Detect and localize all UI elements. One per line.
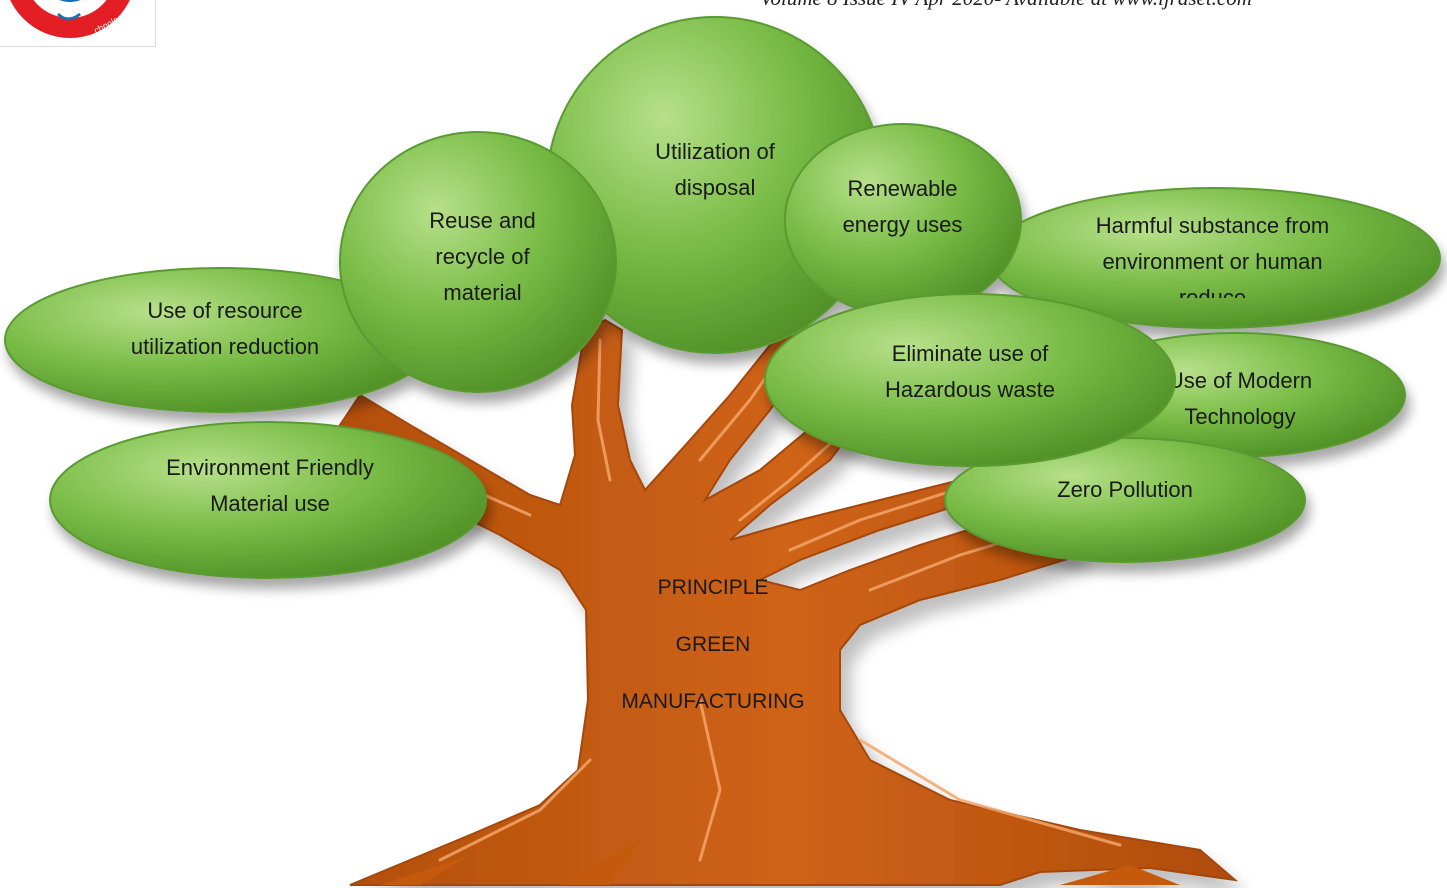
- trunk-text-line: MANUFACTURING: [621, 690, 805, 713]
- leaf-reuse-recycle: [339, 131, 617, 393]
- leaf-label-reuse-recycle: Reuse and recycle of material: [370, 203, 595, 311]
- leaf-environment-friendly: [49, 421, 487, 579]
- leaf-text-line: Reuse and: [429, 208, 536, 233]
- leaf-text-line: environment or human: [1102, 249, 1323, 274]
- trunk-text-line: PRINCIPLE: [657, 576, 769, 599]
- leaf-text-line: material: [443, 280, 522, 305]
- leaf-text-line: Environment Friendly: [166, 455, 374, 480]
- leaf-text-line: Harmful substance from: [1095, 213, 1330, 238]
- leaf-label-zero-pollution: Zero Pollution: [1010, 472, 1240, 508]
- leaf-text-line: utilization reduction: [130, 334, 320, 359]
- leaf-text-line: energy uses: [842, 212, 963, 237]
- leaf-label-environment-friendly: Environment Friendly Material use: [125, 450, 415, 522]
- leaf-text-line: Eliminate use of: [891, 341, 1049, 366]
- trunk-label: PRINCIPLE GREEN MANUFACTURING: [600, 576, 826, 730]
- leaf-text-line: disposal: [674, 175, 756, 200]
- leaf-text-line: Zero Pollution: [1057, 477, 1193, 502]
- leaf-label-resource-reduction: Use of resource utilization reduction: [90, 293, 360, 365]
- leaf-label-modern-technology: Use of Modern Technology: [1130, 363, 1350, 435]
- leaf-label-renewable-energy: Renewable energy uses: [800, 171, 1005, 243]
- leaf-label-eliminate-hazardous: Eliminate use of Hazardous waste: [850, 336, 1090, 408]
- leaf-text-line: Use of Modern: [1167, 368, 1313, 393]
- leaf-text-line: Hazardous waste: [885, 377, 1055, 402]
- trunk-text-line: GREEN: [675, 633, 751, 656]
- leaf-text-line: Use of resource: [147, 298, 303, 323]
- leaf-text-line: recycle of: [435, 244, 530, 269]
- leaf-label-harmful-substance: Harmful substance from environment or hu…: [1060, 208, 1365, 298]
- journal-citation: Volume 8 Issue IV Apr 2020- Available at…: [760, 0, 1447, 11]
- leaf-text-line: Technology: [1184, 404, 1296, 429]
- leaf-text-line: reduce: [1178, 285, 1247, 298]
- leaf-text-line: Renewable: [847, 176, 958, 201]
- leaf-label-utilization-disposal: Utilization of disposal: [600, 134, 830, 206]
- journal-logo-seal: Internati chnology: [7, 0, 130, 45]
- leaf-text-line: Utilization of: [655, 139, 775, 164]
- leaf-text-line: Material use: [210, 491, 330, 516]
- journal-logo: Internati chnology: [0, 0, 156, 47]
